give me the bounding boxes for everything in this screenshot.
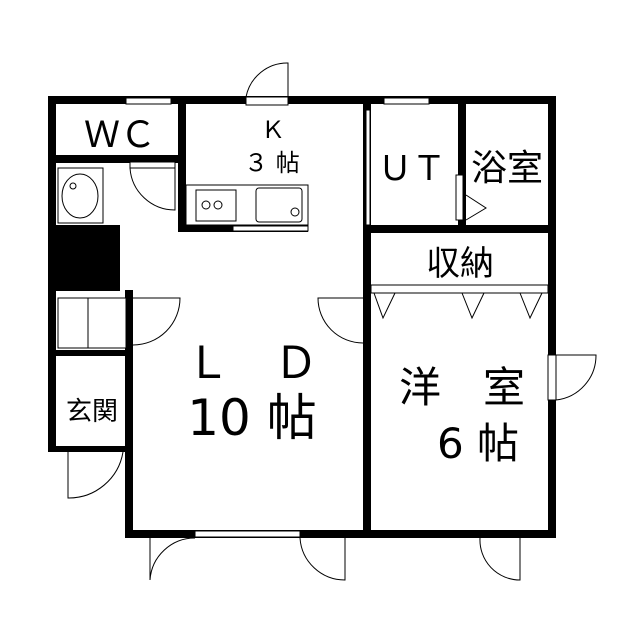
room-label-ld-size: 10 帖 bbox=[187, 389, 317, 447]
room-label-wc: ＷＣ bbox=[84, 115, 156, 156]
room-label-storage: 収納 bbox=[426, 244, 494, 284]
stove bbox=[195, 189, 237, 222]
doors bbox=[57, 62, 597, 581]
room-label-bath: 浴室 bbox=[471, 148, 543, 189]
windows bbox=[125, 97, 430, 538]
washbasin bbox=[57, 167, 104, 224]
room-label-kitchen-size: ３ 帖 bbox=[244, 149, 300, 177]
room-label-ld: Ｌ Ｄ bbox=[186, 338, 318, 389]
room-label-ut: ＵＴ bbox=[378, 149, 446, 189]
room-label-entrance: 玄関 bbox=[66, 397, 118, 427]
walls bbox=[48, 96, 556, 538]
room-label-kitchen: Ｋ bbox=[261, 116, 285, 144]
fixtures bbox=[57, 167, 309, 226]
sink bbox=[255, 187, 303, 223]
room-label-western: 洋 室 bbox=[399, 363, 525, 412]
room-label-western-size: 6 帖 bbox=[437, 419, 519, 468]
